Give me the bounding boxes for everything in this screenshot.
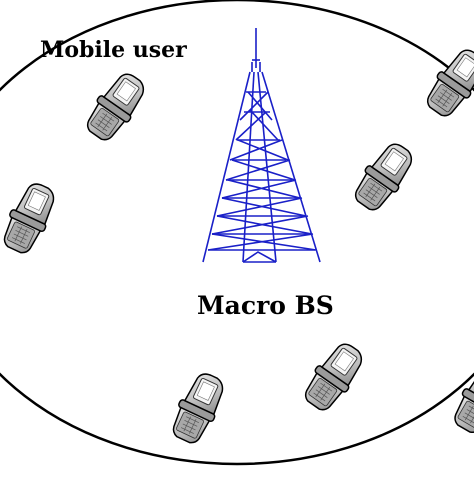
flip-phone-icon [79, 66, 153, 147]
cell-boundary [0, 0, 474, 466]
mobile-user-label: Mobile user [40, 37, 187, 63]
flip-phone-icon [0, 177, 62, 259]
flip-phone-icon [297, 336, 371, 417]
flip-phone-icon [165, 367, 231, 449]
flip-phone-icon [419, 42, 474, 123]
radio-tower-icon [202, 28, 321, 263]
flip-phone-icon [347, 136, 421, 217]
flip-phone-icon [446, 357, 474, 439]
macro-bs-label: Macro BS [197, 291, 334, 320]
